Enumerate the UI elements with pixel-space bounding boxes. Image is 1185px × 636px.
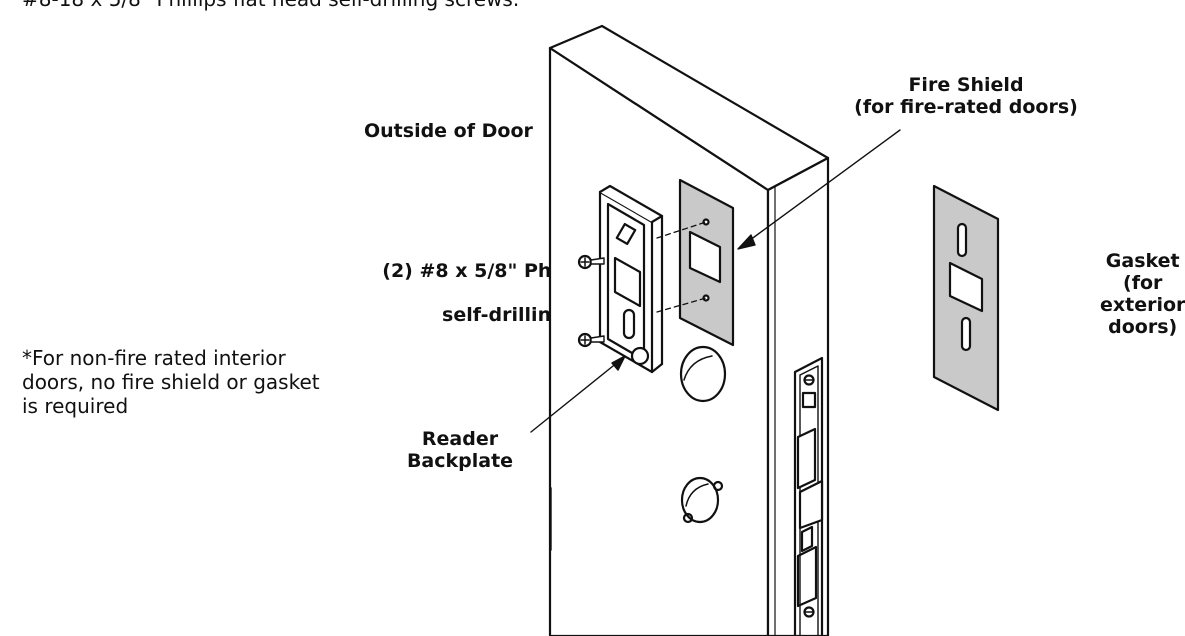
note-label: *For non-fire rated interior doors, no f… (22, 346, 320, 418)
reader-backplate-leader (530, 361, 619, 433)
screws (577, 254, 605, 348)
fire-shield-label-line-1: Fire Shield (908, 74, 1024, 96)
faceplate-top-slot (801, 391, 817, 409)
outside-of-door-label: Outside of Door (364, 120, 533, 142)
reader-backplate-arrowhead (611, 355, 626, 371)
backplate-lower-slot (622, 308, 636, 340)
reader-backplate-label-line-1: Reader (421, 428, 499, 450)
gasket-label-line-2: (for exterior (1100, 272, 1185, 316)
backplate-depth-edge (598, 184, 664, 224)
top-caption: #8-18 x 5/8" Phillips flat head self-dri… (22, 0, 519, 10)
gasket-label-line-1: Gasket (1105, 250, 1180, 272)
gasket-window (948, 261, 984, 313)
lower-hole-bottom-screw (682, 512, 694, 524)
fire-shield-label-line-2: (for fire-rated doors) (854, 96, 1078, 118)
gasket-top-slot (956, 222, 968, 258)
reader-backplate-label: Reader Backplate (400, 428, 520, 472)
fire-shield (678, 178, 735, 347)
lower-screw-icon (577, 332, 605, 348)
upper-cylinder-hole (679, 345, 727, 403)
faceplate-inner-line (799, 365, 819, 636)
note-label-line-1: *For non-fire rated interior (22, 346, 286, 370)
upper-screw-icon (577, 254, 605, 270)
reader-backplate (598, 184, 664, 374)
fire-shield-bottom-hole (702, 294, 710, 302)
faceplate-lower-slot (796, 545, 818, 608)
fire-shield-window (688, 230, 722, 284)
faceplate-latch (796, 427, 817, 490)
backplate-bottom-knob (630, 346, 650, 366)
backplate-top-tab (615, 222, 637, 246)
backplate-window (613, 256, 642, 308)
door-holes (679, 345, 727, 524)
note-label-line-3: is required (22, 394, 129, 418)
leader-arrows (530, 129, 901, 551)
alignment-lines (656, 221, 707, 313)
note-label-line-2: doors, no fire shield or gasket (22, 370, 320, 394)
fire-shield-top-hole (702, 218, 710, 226)
gasket (932, 184, 1000, 412)
gasket-bottom-slot (960, 316, 972, 352)
fire-shield-leader (745, 129, 901, 244)
fire-shield-label: Fire Shield (for fire-rated doors) (836, 74, 1096, 118)
faceplate-small-tab (800, 525, 814, 553)
lower-hole-top-screw (712, 480, 724, 492)
lock-faceplate (793, 356, 824, 636)
gasket-label: Gasket (for exterior doors) (1100, 250, 1185, 338)
faceplate-deadbolt (798, 479, 824, 530)
fire-shield-arrowhead (737, 234, 756, 250)
reader-backplate-label-line-2: Backplate (406, 450, 514, 472)
lower-hub-hole (680, 476, 720, 524)
door (548, 24, 830, 636)
gasket-label-line-3: doors) (1108, 316, 1178, 338)
